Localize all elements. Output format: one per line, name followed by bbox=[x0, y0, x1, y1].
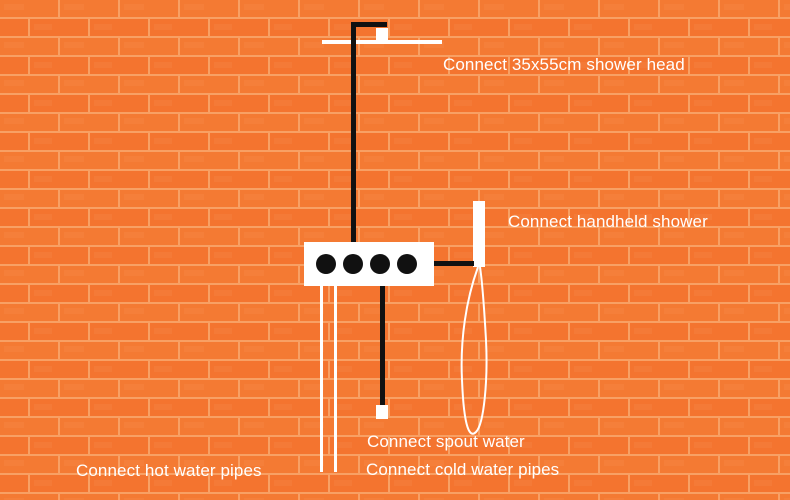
overhead-shower-head bbox=[322, 22, 442, 44]
control-knob-3 bbox=[370, 254, 390, 274]
water-inlet-pipes bbox=[320, 286, 337, 472]
handheld-shower bbox=[434, 201, 485, 267]
hot-water-pipes-label: Connect hot water pipes bbox=[76, 461, 262, 480]
spout-water-pipe bbox=[376, 286, 388, 419]
cold-water-pipe bbox=[334, 286, 337, 472]
handheld-shower-label: Connect handheld shower bbox=[508, 212, 708, 231]
spout-water-label: Connect spout water bbox=[367, 432, 525, 451]
shower-riser-pipe bbox=[351, 22, 356, 242]
control-panel bbox=[304, 242, 434, 286]
control-knob-2 bbox=[343, 254, 363, 274]
handheld-shower-hose bbox=[460, 266, 488, 435]
hot-water-pipe bbox=[320, 286, 323, 472]
cold-water-pipes-label: Connect cold water pipes bbox=[366, 460, 560, 479]
shower-head-label: Connect 35x55cm shower head bbox=[443, 55, 685, 74]
control-knob-4 bbox=[397, 254, 417, 274]
control-knob-1 bbox=[316, 254, 336, 274]
